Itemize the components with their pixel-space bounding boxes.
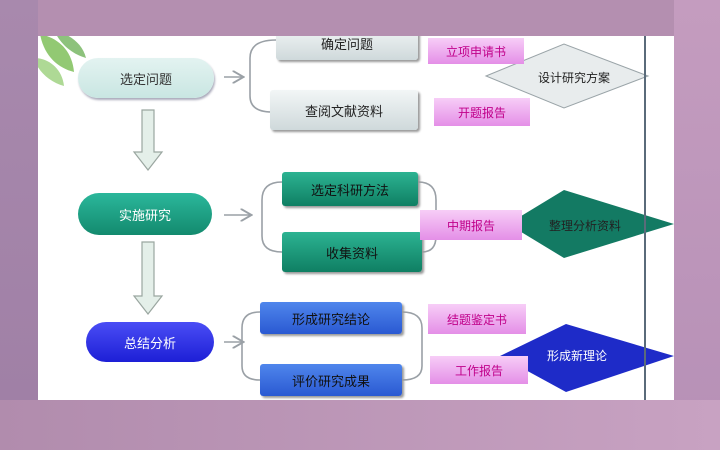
connector-lines [132,39,674,392]
task-form-conclusion: 形成研究结论 [260,302,402,334]
task-choose-method: 选定科研方法 [282,172,418,206]
outcome-design-plan: 设计研究方案 [537,70,610,85]
outcome-organize-data: 整理分析资料 [548,218,621,233]
down-arrow-icon [132,109,164,315]
task-review-literature: 查阅文献资料 [270,90,418,130]
diamond-shape [508,190,674,258]
doc-project-application: 立项申请书 [428,38,524,64]
background-right-strip [674,0,720,450]
background-bottom-strip [0,400,720,450]
diamond-shape [500,324,674,392]
doc-midterm-report: 中期报告 [420,210,522,240]
stage-summarize-analyze: 总结分析 [86,322,214,362]
leaf-decoration-icon [38,36,86,86]
stage-select-problem: 选定问题 [78,58,214,98]
diamond-shape [484,43,650,109]
doc-work-report: 工作报告 [430,356,528,384]
stage-conduct-research: 实施研究 [78,193,212,235]
background-left-strip [0,0,38,450]
task-define-problem: 确定问题 [276,36,418,60]
task-evaluate-results: 评价研究成果 [260,364,402,396]
doc-opening-report: 开题报告 [434,98,530,126]
research-process-diagram: 选定问题 实施研究 总结分析 确定问题 查阅文献资料 选定科研方法 收集资料 形… [38,36,674,400]
doc-completion-appraisal: 结题鉴定书 [428,304,526,334]
slide-edge [644,36,646,400]
outcome-new-theory: 形成新理论 [546,348,607,363]
task-collect-data: 收集资料 [282,232,422,272]
